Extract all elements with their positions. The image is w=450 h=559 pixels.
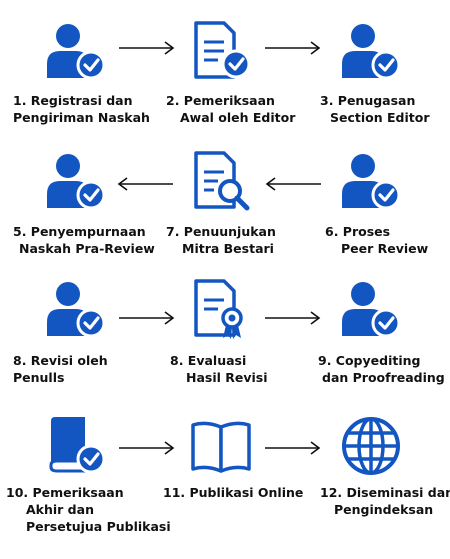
- arrow-right-10-11: [119, 441, 175, 455]
- step-3-label: 3. Penugasan Section Editor: [320, 93, 430, 125]
- arrow-right-8-8: [119, 311, 175, 325]
- arrow-right-11-12: [265, 441, 321, 455]
- arrow-right-2-3: [265, 41, 321, 55]
- step-1-label: 1. Registrasi dan Pengiriman Naskah: [13, 93, 150, 125]
- user-check-icon: [47, 282, 106, 338]
- document-award-icon: [194, 279, 243, 339]
- step-10-label: 10. Pemeriksaan Akhir dan Persetujua Pub…: [6, 485, 171, 534]
- user-check-icon: [342, 282, 401, 338]
- arrow-left-6-7: [265, 177, 321, 191]
- document-check-icon: [194, 21, 251, 79]
- step-7-label: 7. Penuunjukan Mitra Bestari: [166, 224, 276, 256]
- step-8-evaluasi-label: 8. Evaluasi Hasil Revisi: [170, 353, 268, 385]
- step-12-label: 12. Diseminasi dan Pengindeksan: [320, 485, 450, 517]
- step-2-label: 2. Pemeriksaan Awal oleh Editor: [166, 93, 296, 125]
- user-check-icon: [342, 24, 401, 80]
- step-11-label: 11. Publikasi Online: [163, 485, 304, 500]
- step-9-label: 9. Copyediting dan Proofreading: [318, 353, 445, 385]
- book-check-icon: [49, 417, 106, 474]
- user-check-icon: [342, 154, 401, 210]
- open-book-icon: [191, 421, 251, 473]
- user-check-icon: [47, 154, 106, 210]
- arrow-left-7-5: [117, 177, 173, 191]
- arrow-right-8-9: [265, 311, 321, 325]
- step-6-label: 6. Proses Peer Review: [325, 224, 429, 256]
- globe-icon: [342, 417, 400, 475]
- arrow-right-1-2: [119, 41, 175, 55]
- document-search-icon: [194, 151, 250, 211]
- step-8-revisi-label: 8. Revisi oleh Penulls: [13, 353, 108, 385]
- user-check-icon: [47, 24, 106, 80]
- step-5-label: 5. Penyempurnaan Naskah Pra-Review: [13, 224, 155, 256]
